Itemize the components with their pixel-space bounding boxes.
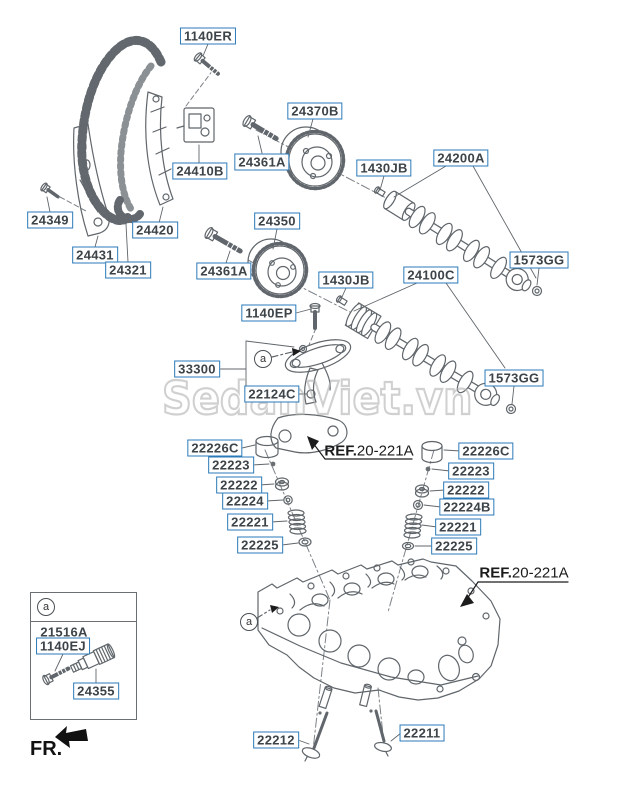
part-label-1573gg-12[interactable]: 1573GG (509, 251, 569, 269)
part-label-22222-27[interactable]: 22222 (443, 481, 489, 499)
ref-prefix: REF. (479, 564, 512, 582)
part-label-22224b-28[interactable]: 22224B (439, 498, 495, 516)
valve-parts-left (255, 435, 312, 547)
part-label-22223-26[interactable]: 22223 (448, 462, 494, 480)
camshaft-intake (344, 302, 501, 407)
part-label-33300-16[interactable]: 33300 (174, 360, 220, 378)
seal-ring-1573gg-top (531, 285, 543, 297)
bolt-1430jb-top (373, 186, 386, 197)
part-label-1140er-0[interactable]: 1140ER (179, 27, 237, 45)
part-label-22226c-19[interactable]: 22226C (187, 439, 243, 457)
cylinder-head (257, 558, 501, 710)
callout-circle-a-1: a (240, 613, 258, 631)
callout-pointers (256, 348, 301, 619)
bolt-1430jb-bottom (335, 295, 348, 306)
ref-code: 20-221A (511, 564, 569, 582)
intake-valve (301, 711, 329, 762)
fr-direction-arrow (55, 726, 88, 748)
cvvt-sprocket-exhaust (280, 126, 346, 191)
part-label-24321-9[interactable]: 24321 (105, 261, 151, 279)
ref-pointers (307, 436, 569, 607)
callout-circle-a-2: a (37, 598, 55, 616)
ref-code: 20-221A (356, 442, 414, 460)
part-label-24350-10[interactable]: 24350 (254, 212, 300, 230)
part-label-24200a-5[interactable]: 24200A (433, 149, 489, 167)
part-label-24355-34[interactable]: 24355 (73, 682, 119, 700)
inset-detail-box (30, 592, 137, 720)
valve-spring-left (287, 509, 307, 535)
part-label-24410b-3[interactable]: 24410B (172, 162, 228, 180)
part-label-22225-24[interactable]: 22225 (237, 536, 283, 554)
bolt-1140er (193, 52, 220, 76)
seal-ring-1573gg-bottom (505, 403, 517, 415)
part-label-24361a-2[interactable]: 24361A (234, 153, 290, 171)
inset-header (31, 593, 136, 622)
part-label-1430jb-4[interactable]: 1430JB (356, 159, 412, 177)
part-label-1140ej-33[interactable]: 1140EJ (36, 637, 90, 655)
part-label-24100c-14[interactable]: 24100C (403, 266, 459, 284)
bolt-24361a-bottom (204, 226, 243, 254)
ref-label-1[interactable]: REF.20-221A (479, 565, 568, 582)
part-label-1573gg-18[interactable]: 1573GG (484, 369, 544, 387)
callout-circle-a-0: a (254, 350, 272, 368)
part-label-22224-22[interactable]: 22224 (222, 492, 268, 510)
chain-tensioner (176, 107, 215, 143)
bolt-1140ep (309, 302, 321, 330)
inset-bolt-1140ej (42, 666, 71, 686)
camshaft-exhaust (383, 190, 532, 292)
tensioner-arm-bracket (270, 339, 352, 454)
leader-lines (46, 43, 540, 745)
part-label-22221-29[interactable]: 22221 (435, 518, 481, 536)
part-label-22223-20[interactable]: 22223 (208, 456, 254, 474)
part-label-22225-30[interactable]: 22225 (431, 537, 477, 555)
inset-part-number-21516a: 21516A (40, 624, 88, 640)
bolt-24361a-top (242, 115, 279, 142)
part-label-22211-32[interactable]: 22211 (399, 724, 445, 742)
chain-guide-right (145, 91, 174, 206)
part-label-24349-6[interactable]: 24349 (27, 211, 73, 229)
front-direction-label: FR. (30, 738, 63, 760)
ref-prefix: REF. (324, 442, 357, 460)
part-label-22226c-25[interactable]: 22226C (458, 442, 514, 460)
valve-spring-right (403, 513, 423, 539)
part-label-22221-23[interactable]: 22221 (227, 513, 273, 531)
part-label-24431-8[interactable]: 24431 (72, 246, 118, 264)
part-label-22212-31[interactable]: 22212 (253, 731, 299, 749)
chain-guide-left (73, 123, 110, 237)
part-label-24420-7[interactable]: 24420 (132, 221, 178, 239)
part-label-1430jb-13[interactable]: 1430JB (318, 271, 374, 289)
cvvt-sprocket-intake (247, 238, 309, 299)
exhaust-valve (369, 709, 392, 757)
part-label-24361a-11[interactable]: 24361A (196, 262, 252, 280)
inset-ocv-24355 (69, 643, 116, 673)
part-label-1140ep-15[interactable]: 1140EP (241, 304, 297, 322)
valve-parts-right (401, 440, 443, 551)
part-label-22124c-17[interactable]: 22124C (244, 385, 300, 403)
bolt-24349 (40, 182, 60, 199)
ref-label-0[interactable]: REF.20-221A (324, 443, 413, 460)
part-label-24370b-1[interactable]: 24370B (287, 102, 343, 120)
part-label-22222-21[interactable]: 22222 (216, 476, 262, 494)
